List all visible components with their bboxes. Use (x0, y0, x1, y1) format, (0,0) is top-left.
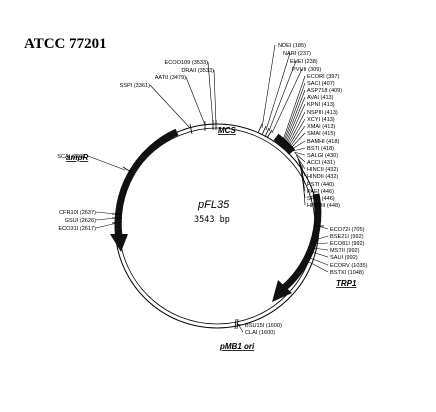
site-label: DRAII (3533) (181, 68, 214, 74)
site-label: NSPIII (413) (307, 110, 338, 116)
site-label: MSTII (992) (330, 248, 360, 254)
site-ticks (111, 120, 324, 330)
site-label: GSUI (2626) (65, 218, 97, 224)
site-label: BAMHI (418) (307, 139, 339, 145)
site-label: CLAI (1600) (245, 330, 275, 336)
trp1-arc (281, 193, 322, 291)
site-label: PVUII (309) (292, 67, 321, 73)
site-label: HINDII (432) (307, 174, 339, 180)
site-label: SMAI (415) (307, 131, 335, 137)
ampr-arrowhead (110, 234, 128, 252)
feature-ori-label: pMB1 ori (219, 342, 255, 351)
site-label: HINCII (432) (307, 167, 339, 173)
mcs-block (273, 133, 296, 155)
sites-left-mid-group: CFR10I (2637) GSUI (2626) ECO31I (2617) (58, 210, 96, 232)
sites-left-top-group: ECOO109 (3533) DRAII (3533) AATII (3479)… (120, 60, 215, 89)
site-label: AVAI (413) (307, 95, 334, 101)
site-label: SALGI (430) (307, 153, 338, 159)
site-label: ECOO109 (3533) (164, 60, 208, 66)
site-label: SSPI (3361) (120, 83, 151, 89)
ampr-arc (114, 128, 179, 237)
site-label: KPNI (413) (307, 102, 335, 108)
site-label: ACCI (431) (307, 160, 335, 166)
accession-title: ATCC 77201 (24, 36, 107, 52)
feature-mcs-label: MCS (218, 126, 236, 135)
site-label: ECO72I (705) (330, 227, 365, 233)
site-label: BSU15I (1600) (245, 323, 282, 329)
leader-lines (87, 44, 329, 333)
site-label: PSTI (440) (307, 182, 334, 188)
site-label: XCYI (413) (307, 117, 335, 123)
site-label: ASP718 (409) (307, 88, 342, 94)
feature-trp1-label: TRP1 (336, 279, 357, 288)
site-label: NDEI (185) (278, 43, 306, 49)
site-label: AATII (3479) (155, 75, 186, 81)
trp1-arrowhead (272, 280, 292, 302)
sites-left-group: SCAI (3037) (57, 154, 88, 160)
site-label: SACI (407) (307, 81, 335, 87)
site-label: XMAI (413) (307, 124, 335, 130)
site-label: CFR10I (2637) (59, 210, 96, 216)
site-label: SPHI (446) (307, 196, 335, 202)
site-label: ECO81I (992) (330, 241, 365, 247)
sites-right-group: ECO72I (705) BSE21I (992) ECO81I (992) M… (330, 227, 368, 276)
site-label: BSTXI (1048) (330, 270, 364, 276)
site-label: NARI (237) (283, 51, 311, 57)
sites-bottom-group: BSU15I (1600) CLAI (1600) (245, 323, 282, 336)
site-label: SAUI (992) (330, 255, 358, 261)
site-label: PAEI (446) (307, 189, 334, 195)
sites-top-group: NDEI (185) NARI (237) EHEI (238) PVUII (… (278, 43, 342, 209)
site-label: HINDIII (448) (307, 203, 340, 209)
site-label: ECORV (1035) (330, 263, 368, 269)
site-label: BSTI (418) (307, 146, 334, 152)
site-label: SCAI (3037) (57, 154, 88, 160)
plasmid-name: pFL35 (197, 199, 230, 211)
plasmid-size: 3543 bp (194, 215, 230, 225)
site-label: ECORI (397) (307, 74, 339, 80)
site-label: BSE21I (992) (330, 234, 364, 240)
site-label: ECO31I (2617) (58, 226, 96, 232)
feature-ampr-label: ampR (66, 153, 88, 162)
site-label: EHEI (238) (290, 59, 318, 65)
